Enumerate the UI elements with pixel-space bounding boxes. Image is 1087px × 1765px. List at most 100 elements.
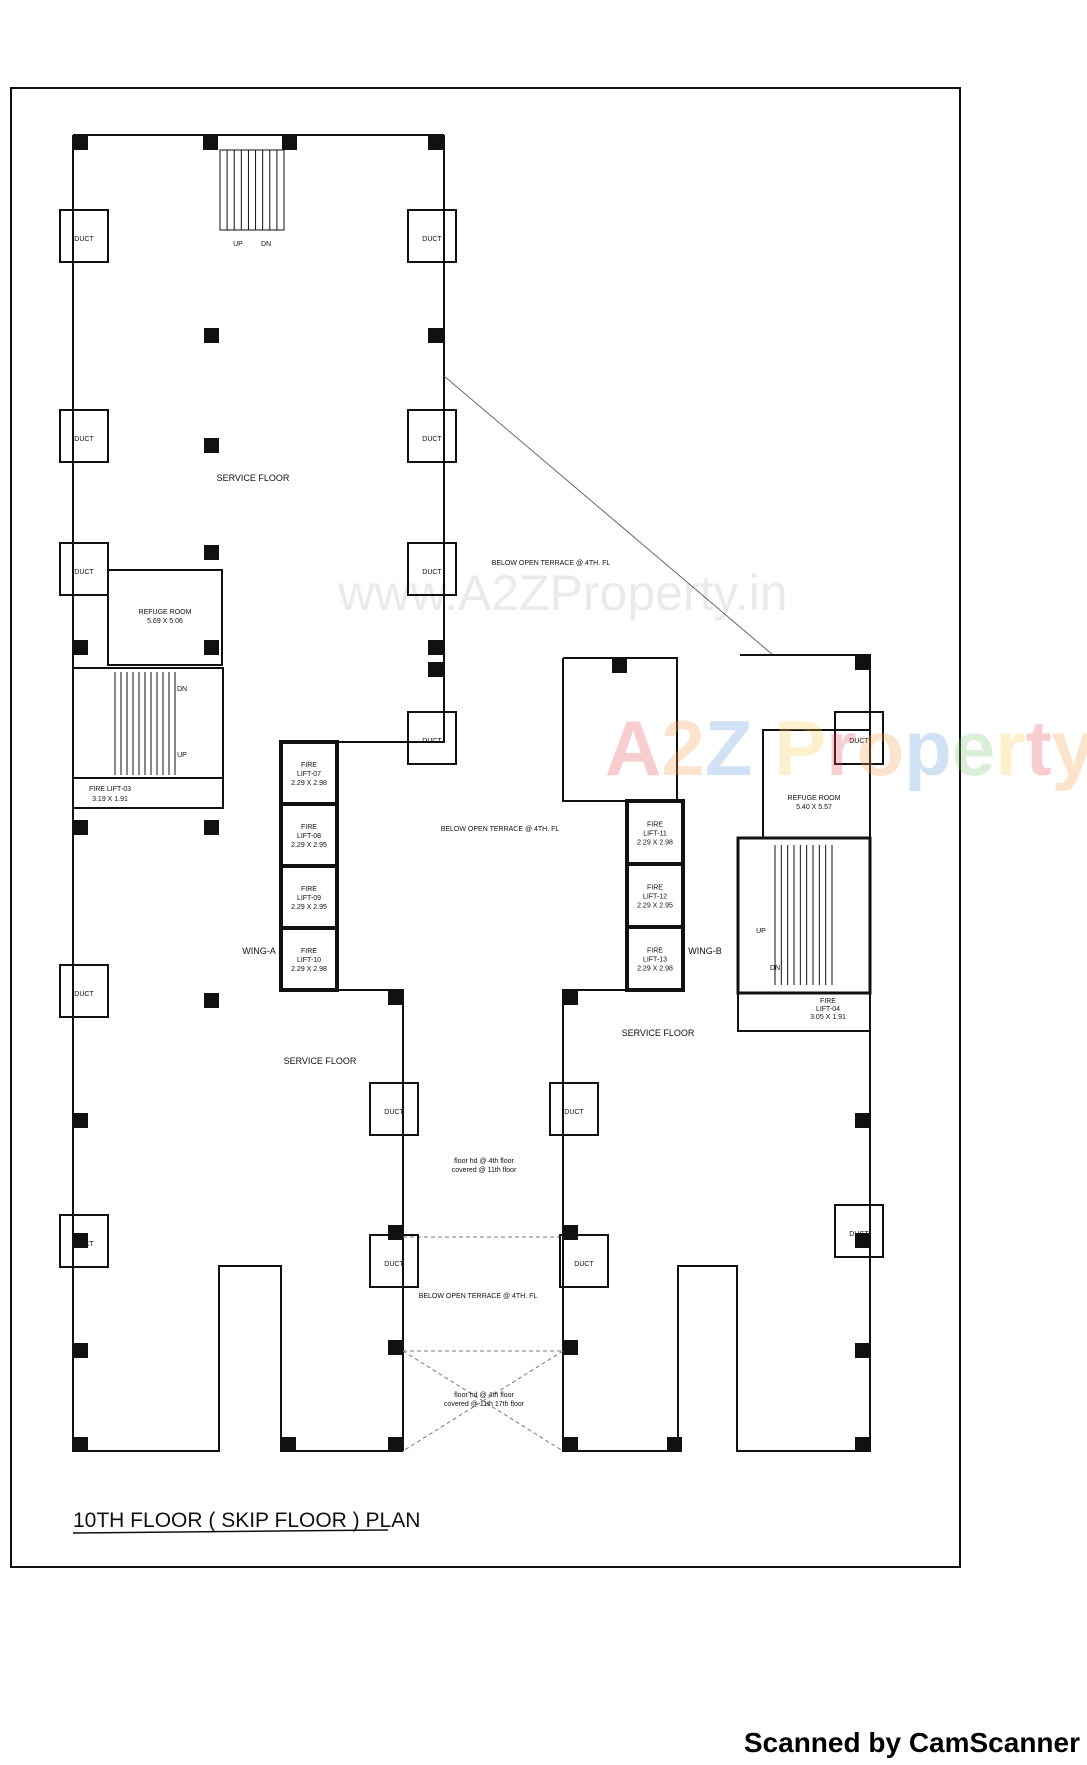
stair-a-dn: DN (177, 686, 187, 693)
column (203, 135, 218, 150)
refuge-a-name: REFUGE ROOM (139, 609, 192, 616)
stair-up-label: UP (233, 241, 243, 248)
column (73, 1233, 88, 1248)
fire-lift-label: LIFT-11 (643, 831, 667, 838)
fire-lift-label: FIRE (301, 762, 317, 769)
column (73, 1437, 88, 1452)
void-note-1b: covered @ 11th floor (452, 1167, 517, 1174)
duct-box (407, 542, 457, 596)
duct-box (834, 711, 884, 765)
central-void (402, 1236, 564, 1452)
fire-lift-label: FIRE (301, 948, 317, 955)
wing-a-label: WING-A (242, 946, 276, 956)
fire-lift-label: 2.29 X 2.98 (291, 780, 327, 787)
duct-label: DUCT (74, 1241, 94, 1248)
duct-label: DUCT (422, 569, 442, 576)
terrace-mid: BELOW OPEN TERRACE @ 4TH. FL (441, 826, 560, 833)
fire-lift-04-id: LIFT-04 (816, 1006, 840, 1013)
stair-b-up: UP (756, 928, 766, 935)
column (855, 1113, 870, 1128)
duct-label: DUCT (564, 1109, 584, 1116)
duct-label: DUCT (74, 236, 94, 243)
column (73, 640, 88, 655)
fire-lift-label: FIRE (647, 822, 663, 829)
stair-dn-label: DN (261, 241, 271, 248)
column (563, 1437, 578, 1452)
duct-label: DUCT (422, 436, 442, 443)
column (667, 1437, 682, 1452)
column (563, 1340, 578, 1355)
duct-box (407, 209, 457, 263)
duct-label: DUCT (849, 738, 869, 745)
column (428, 135, 443, 150)
fire-lift-03-name: FIRE LIFT-03 (89, 786, 131, 793)
column (388, 1340, 403, 1355)
duct-label: DUCT (74, 991, 94, 998)
duct-box (369, 1234, 419, 1288)
fire-lift-label: 2.29 X 2.95 (291, 842, 327, 849)
column (204, 993, 219, 1008)
fire-lift-label: LIFT-09 (297, 895, 321, 902)
duct-box (59, 1214, 109, 1268)
duct-box (407, 711, 457, 765)
duct-label: DUCT (422, 738, 442, 745)
duct-label: DUCT (384, 1109, 404, 1116)
sheet-border (10, 87, 961, 1568)
stair-wing-a (72, 667, 224, 779)
watermark-url: www.A2ZProperty.in (337, 565, 787, 621)
title-underline (72, 1529, 389, 1534)
column (73, 135, 88, 150)
column (855, 1343, 870, 1358)
column (204, 328, 219, 343)
fire-lift-label: 2.29 X 2.98 (291, 966, 327, 973)
column (204, 640, 219, 655)
column (73, 1343, 88, 1358)
fire-lift-label: LIFT-13 (643, 957, 667, 964)
a2z-logo: A2Z Property (605, 704, 1087, 792)
column (204, 820, 219, 835)
column (388, 1225, 403, 1240)
duct-label: DUCT (574, 1261, 594, 1268)
fire-lift-label: 2.29 X 2.95 (291, 904, 327, 911)
service-floor-left: SERVICE FLOOR (284, 1056, 357, 1066)
fire-lift-label: FIRE (301, 886, 317, 893)
terrace-top: BELOW OPEN TERRACE @ 4TH. FL (492, 560, 611, 567)
column (204, 438, 219, 453)
fire-lift-04-name: FIRE (820, 998, 836, 1005)
column (282, 135, 297, 150)
duct-label: DUCT (849, 1231, 869, 1238)
fire-lift-label: FIRE (647, 885, 663, 892)
fire-lift-shaft (279, 926, 339, 992)
refuge-b-size: 5.40 X 5.57 (796, 804, 832, 811)
column (563, 990, 578, 1005)
void-note-2a: floor hd @ 4th floor (454, 1392, 514, 1399)
fire-lift-label: 2.29 X 2.95 (637, 903, 673, 910)
column (428, 328, 443, 343)
fire-lift-label: LIFT-07 (297, 771, 321, 778)
column (388, 1437, 403, 1452)
column (563, 1225, 578, 1240)
fire-lift-label: LIFT-12 (643, 894, 667, 901)
column (855, 655, 870, 670)
duct-box (559, 1234, 609, 1288)
duct-label: DUCT (74, 436, 94, 443)
fire-lift-label: LIFT-08 (297, 833, 321, 840)
service-floor-right: SERVICE FLOOR (622, 1028, 695, 1038)
scanner-credit: Scanned by CamScanner (744, 1727, 1080, 1758)
void-note-2b: covered @ 11th 17th floor (444, 1401, 525, 1408)
duct-label: DUCT (74, 569, 94, 576)
fire-lift-03-size: 3.19 X 1.91 (92, 796, 128, 803)
plan-title: 10TH FLOOR ( SKIP FLOOR ) PLAN (73, 1509, 420, 1532)
fire-lift-label: LIFT-10 (297, 957, 321, 964)
fire-lift-03-box (72, 777, 224, 809)
duct-box (59, 409, 109, 463)
column (612, 658, 627, 673)
fire-lift-label: FIRE (647, 948, 663, 955)
ducts: DUCT DUCT DUCT DUCT DUCT DUCT DUCT DUCT DUCT DUCT… (59, 209, 884, 1288)
terrace-bottom: BELOW OPEN TERRACE @ 4TH. FL (419, 1293, 538, 1300)
wing-b-label: WING-B (688, 946, 722, 956)
duct-box (549, 1082, 599, 1136)
duct-box (407, 409, 457, 463)
